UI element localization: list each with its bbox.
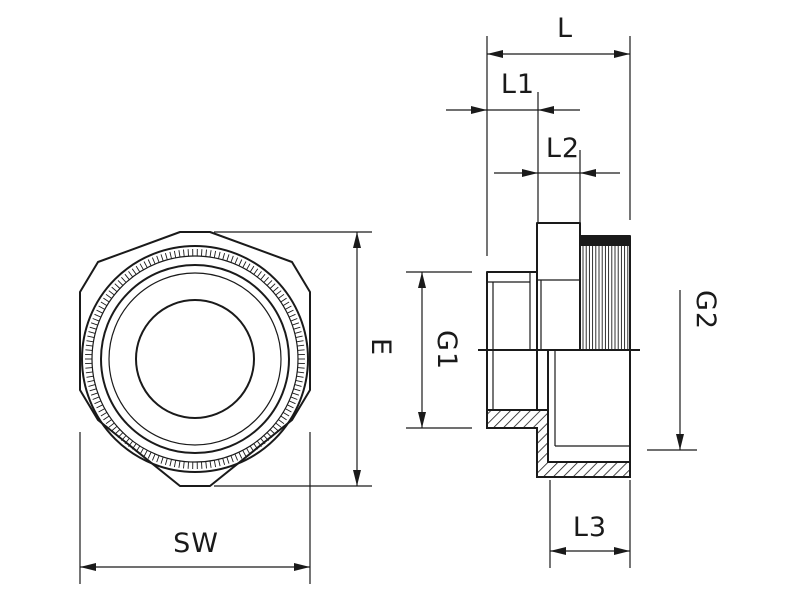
l2-dimension: L2 xyxy=(494,133,620,236)
section-hatch xyxy=(486,409,631,478)
l2-label: L2 xyxy=(546,133,580,164)
l1-dimension: L1 xyxy=(446,69,580,222)
e-dimension: E xyxy=(214,231,396,487)
thread-knurl xyxy=(580,236,630,349)
g2-dimension: G2 xyxy=(647,290,721,451)
g1-dimension: G1 xyxy=(406,271,472,429)
e-label: E xyxy=(365,338,396,356)
hex-outline xyxy=(79,231,311,487)
l1-label: L1 xyxy=(501,69,535,100)
sw-dimension: SW xyxy=(79,432,311,584)
sw-label: SW xyxy=(173,528,219,559)
l-dimension: L xyxy=(486,13,631,256)
inner-ring-circle xyxy=(108,272,282,446)
l-label: L xyxy=(557,13,573,44)
knurl-ring xyxy=(85,248,305,470)
l3-label: L3 xyxy=(573,512,607,543)
l3-dimension: L3 xyxy=(549,480,631,568)
front-view xyxy=(79,231,311,487)
outer-ring-circle xyxy=(81,245,309,473)
side-view xyxy=(478,222,640,478)
middle-ring-circle xyxy=(100,264,290,454)
g2-label: G2 xyxy=(690,290,721,330)
bore-circle xyxy=(135,299,255,419)
g1-label: G1 xyxy=(431,330,462,370)
collar xyxy=(536,222,581,351)
